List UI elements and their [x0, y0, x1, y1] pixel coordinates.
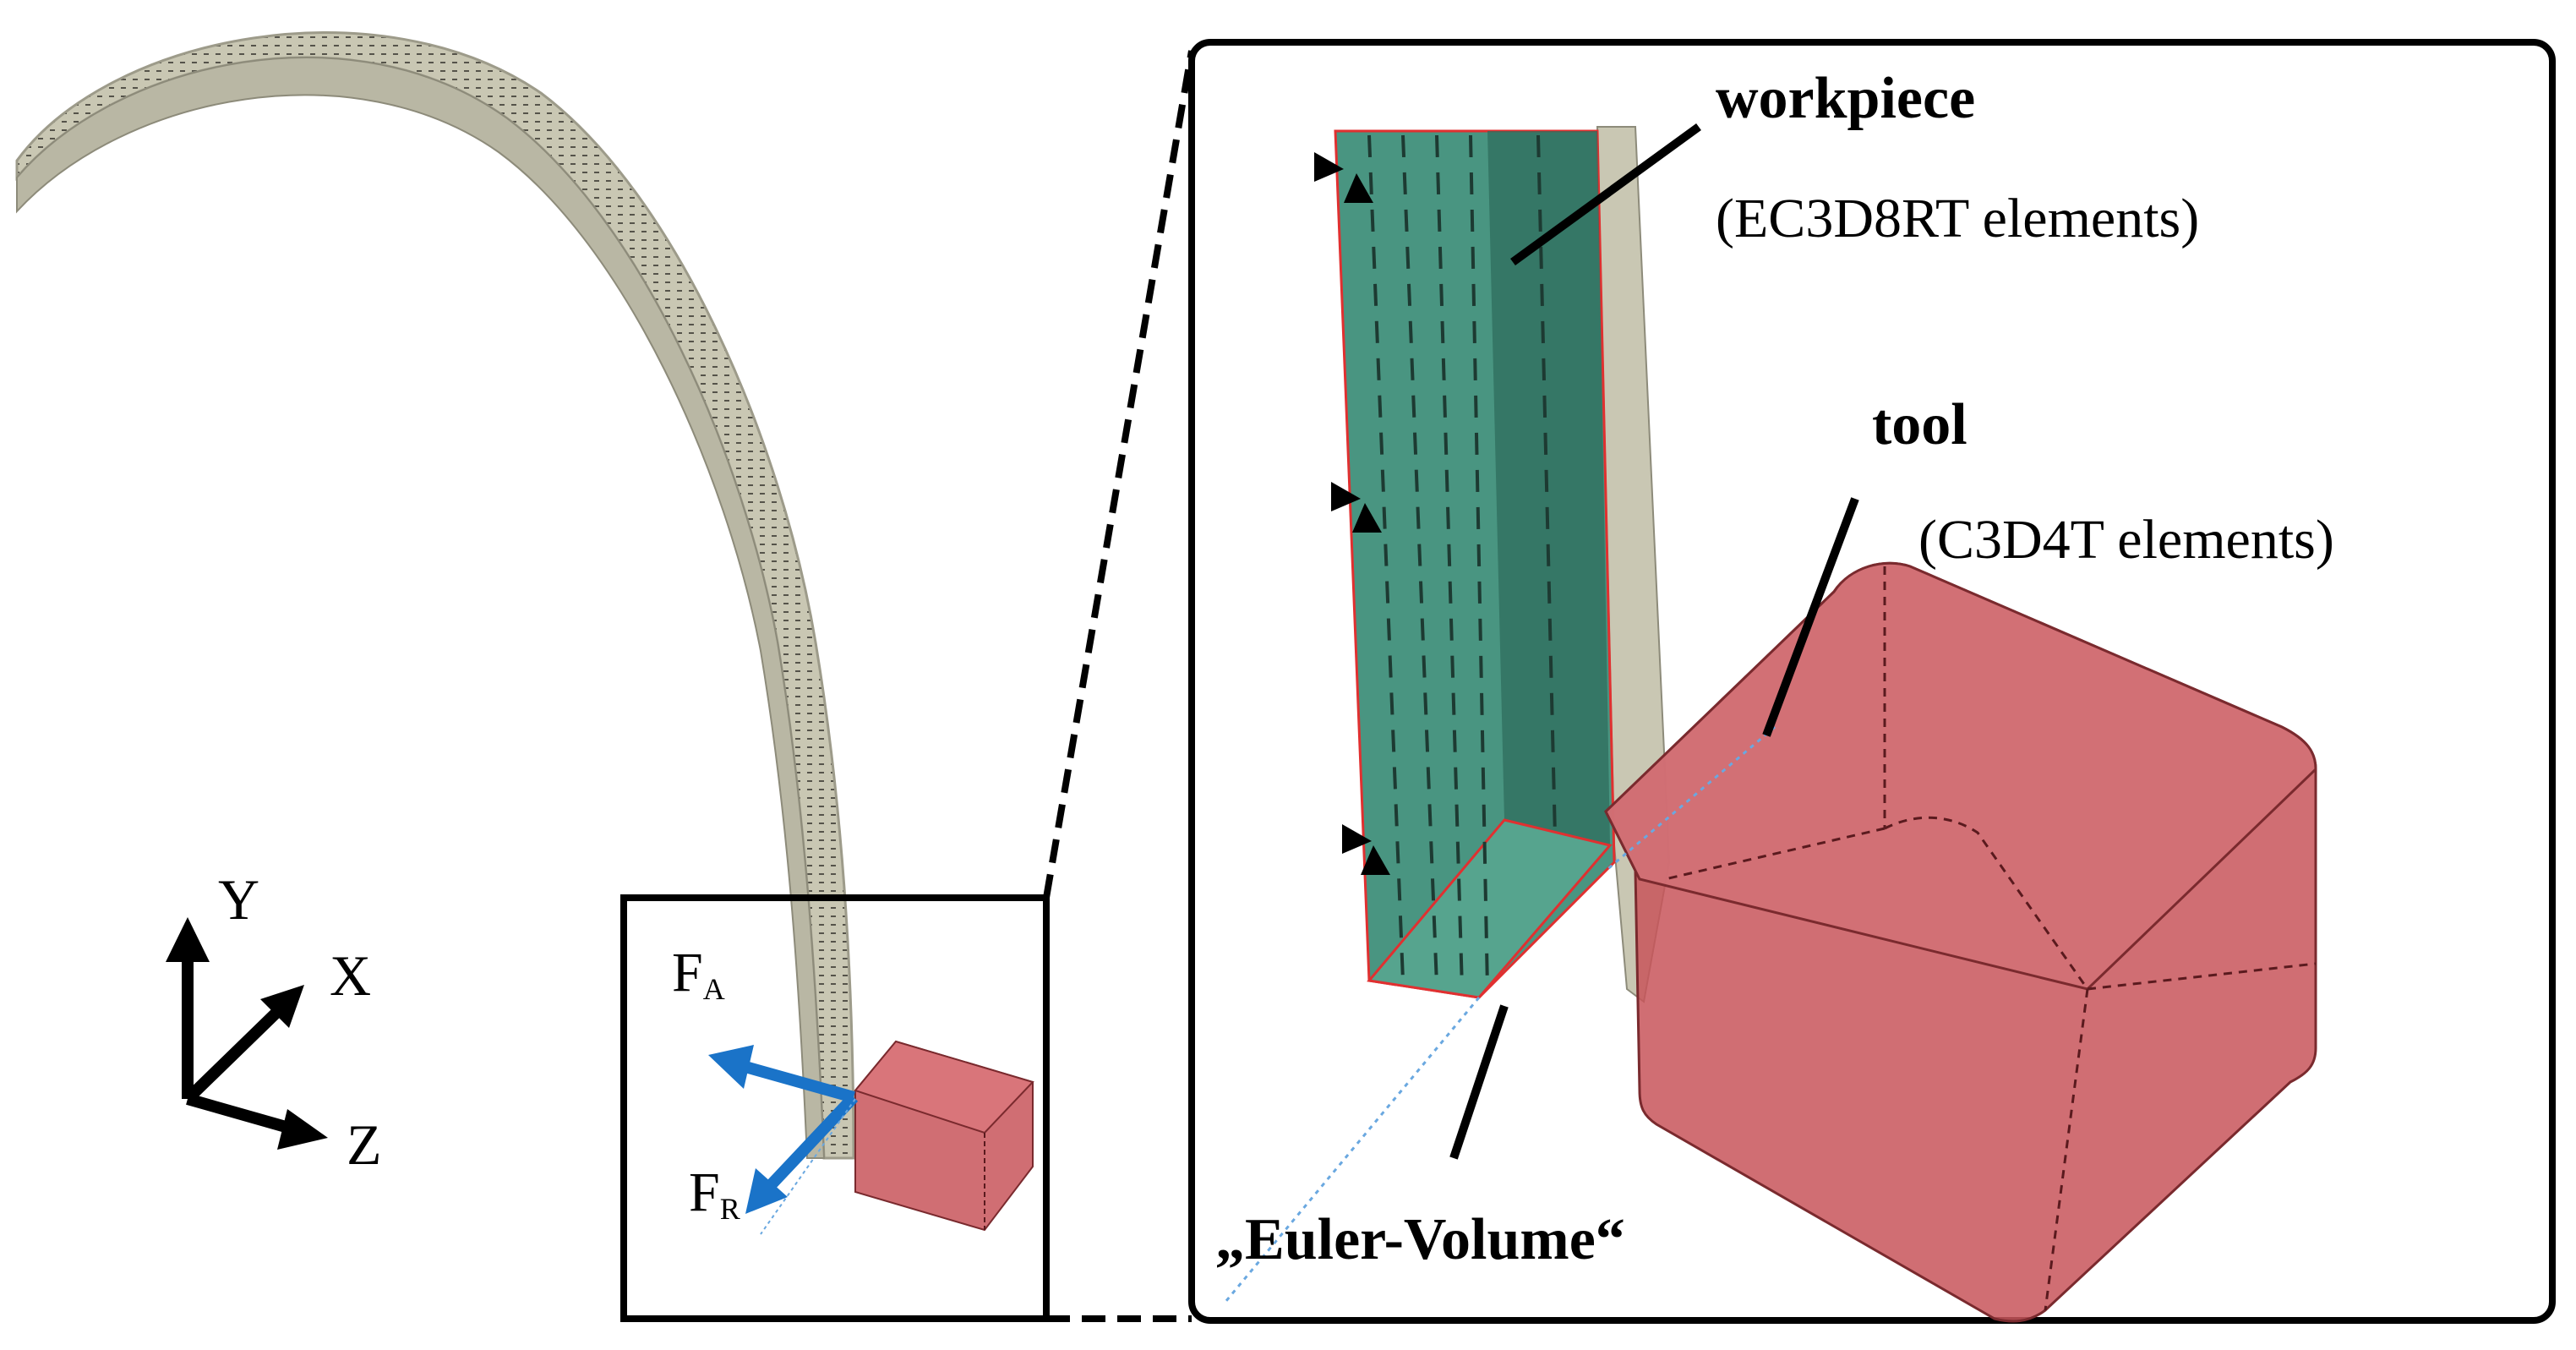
- y-axis-label: Y: [218, 867, 260, 932]
- force-axial-sub: A: [702, 972, 725, 1006]
- workpiece-title: workpiece: [1716, 66, 1976, 131]
- tool-block-large: [1604, 561, 2317, 1323]
- force-radial-arrow: [766, 1093, 859, 1189]
- tool-cube-small: [854, 1040, 1034, 1232]
- callout-leaders: [1449, 123, 1859, 1160]
- z-axis-label: Z: [347, 1112, 382, 1177]
- zoom-connectors: [1043, 50, 1195, 1322]
- tool-title: tool: [1872, 392, 1967, 457]
- x-axis-label: X: [330, 943, 372, 1008]
- coordinate-axes: [166, 917, 328, 1150]
- detail-box-large: [1188, 39, 2556, 1324]
- x-axis-arrow: [183, 1005, 283, 1104]
- force-axial-label: FA: [672, 942, 725, 1006]
- force-axial-base: F: [672, 942, 703, 1003]
- force-arrows: [708, 1045, 859, 1214]
- force-radial-sub: R: [719, 1192, 740, 1226]
- force-axial-arrow: [744, 1061, 855, 1103]
- workpiece-strip: [15, 31, 855, 1160]
- tool-subtitle: (C3D4T elements): [1918, 509, 2334, 571]
- force-radial-base: F: [689, 1161, 720, 1223]
- workpiece-subtitle: (EC3D8RT elements): [1716, 188, 2200, 249]
- z-axis-arrow: [186, 1093, 293, 1134]
- force-radial-label: FR: [689, 1165, 740, 1226]
- detail-box-small: [620, 894, 1050, 1322]
- euler-volume-label: „Euler-Volume“: [1215, 1207, 1625, 1272]
- workpiece-block: [1224, 126, 1671, 1303]
